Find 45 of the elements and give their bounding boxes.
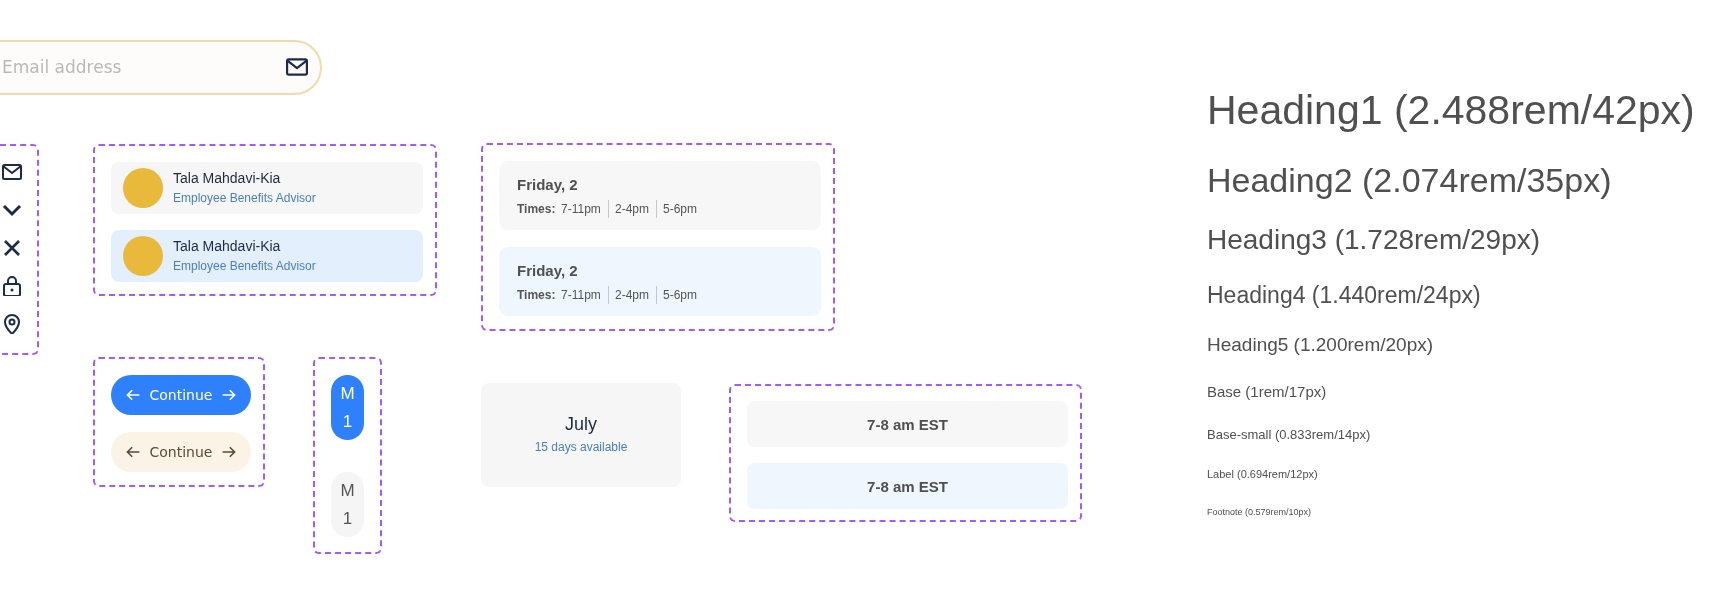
typography-sample: Label (0.694rem/12px): [1207, 469, 1318, 480]
dashed-group-frame: [729, 384, 1082, 522]
dashed-group-frame: [0, 144, 39, 355]
job-title: Employee Benefits Advisor: [173, 192, 316, 204]
time-slot-text: 7-8 am EST: [866, 417, 949, 432]
dashed-group-frame: [481, 143, 835, 331]
date-number: 1: [341, 413, 354, 430]
dashed-group-frame: [313, 357, 382, 554]
typography-sample: Heading3 (1.728rem/29px): [1207, 226, 1541, 254]
typography-sample: Base (1rem/17px): [1207, 384, 1327, 399]
typography-sample: Base-small (0.833rem/14px): [1207, 428, 1371, 441]
schedule-card: [499, 247, 821, 316]
day-letter: M: [339, 385, 356, 402]
profile-card: [111, 162, 423, 214]
date-number: 1: [341, 510, 354, 527]
person-name: Tala Mahdavi-Kia: [173, 171, 281, 185]
typography-sample: Heading1 (2.488rem/42px): [1207, 90, 1695, 131]
time-option: 5-6pm: [663, 203, 697, 215]
dashed-group-frame: [93, 357, 265, 487]
continue-button: Continue: [111, 432, 251, 472]
typography-sample: Heading4 (1.440rem/24px): [1207, 284, 1481, 307]
time-option: 7-11pm: [561, 289, 601, 301]
month-title: July: [564, 415, 598, 433]
continue-button: Continue: [111, 375, 251, 415]
availability-text: 15 days available: [533, 441, 629, 453]
job-title: Employee Benefits Advisor: [173, 260, 316, 272]
profile-card: [111, 230, 423, 282]
day-heading: Friday, 2: [517, 177, 578, 192]
person-name: Tala Mahdavi-Kia: [173, 239, 281, 253]
time-option: 2-4pm: [615, 289, 649, 301]
time-option: 5-6pm: [663, 289, 697, 301]
typography-sample: Heading2 (2.074rem/35px): [1207, 163, 1612, 197]
times-label: Times:: [517, 289, 556, 301]
times-label: Times:: [517, 203, 556, 215]
time-option: 7-11pm: [561, 203, 601, 215]
dashed-group-frame: [93, 144, 437, 296]
email-input-field: Email address: [0, 40, 322, 95]
time-option: 2-4pm: [615, 203, 649, 215]
day-heading: Friday, 2: [517, 263, 578, 278]
typography-sample: Heading5 (1.200rem/20px): [1207, 335, 1434, 354]
typography-sample: Footnote (0.579rem/10px): [1207, 508, 1312, 517]
time-slot-text: 7-8 am EST: [866, 479, 949, 494]
day-letter: M: [339, 482, 356, 499]
schedule-card: [499, 161, 821, 230]
date-chip: [331, 375, 364, 440]
